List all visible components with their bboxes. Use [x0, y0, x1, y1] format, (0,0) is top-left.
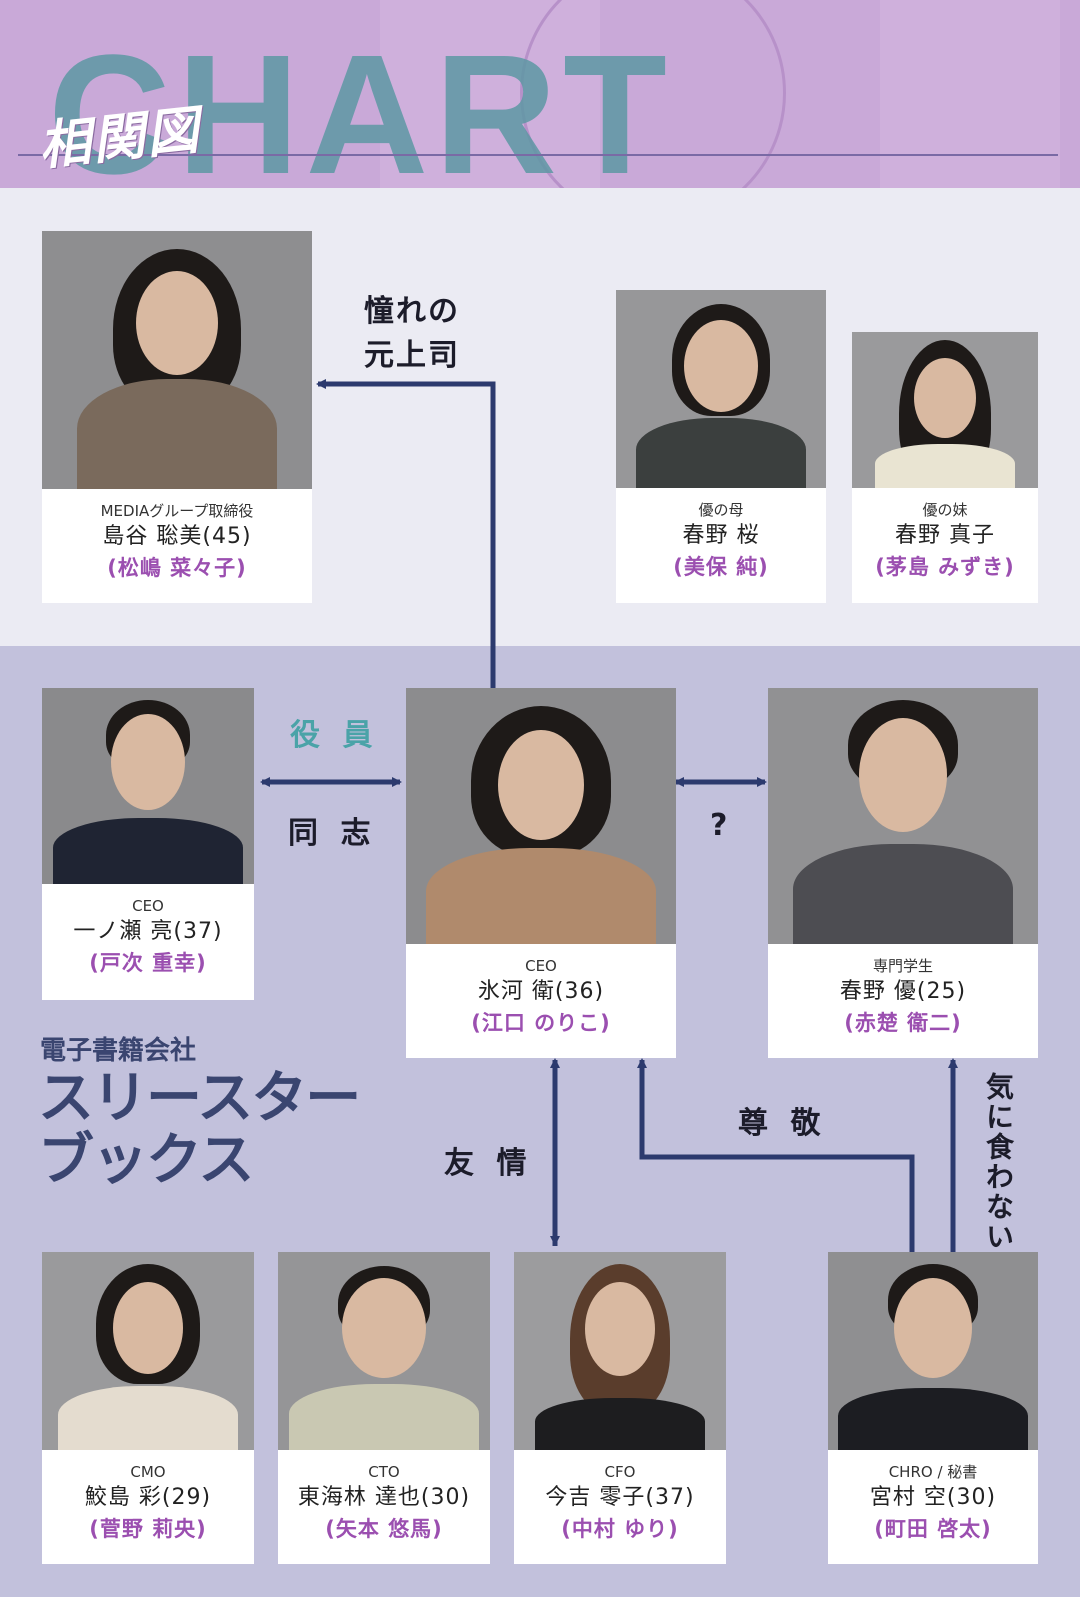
relation-label-officer: 役 員: [290, 718, 379, 753]
header-background-word: CHART: [48, 20, 673, 188]
character-card-hikawa[interactable]: CEO 氷河 衛(36) (江口 のりこ): [406, 688, 676, 1058]
character-card-ichinose[interactable]: CEO 一ノ瀬 亮(37) (戸次 重幸): [42, 688, 254, 1000]
company-name: スリースターブックス: [38, 1066, 361, 1193]
character-info: CFO 今吉 零子(37) (中村 ゆり): [514, 1462, 726, 1544]
character-photo: [42, 1252, 254, 1450]
character-photo: [828, 1252, 1038, 1450]
character-photo: [852, 332, 1038, 488]
actor-name: (松嶋 菜々子): [107, 556, 247, 580]
header-rule: [18, 154, 1058, 156]
actor-name: (江口 のりこ): [471, 1011, 611, 1035]
character-info: 優の妹 春野 真子 (茅島 みずき): [852, 500, 1038, 582]
character-card-imayoshi[interactable]: CFO 今吉 零子(37) (中村 ゆり): [514, 1252, 726, 1564]
character-info: CEO 一ノ瀬 亮(37) (戸次 重幸): [42, 896, 254, 978]
character-info: 専門学生 春野 優(25) (赤楚 衛二): [768, 956, 1038, 1038]
character-name: 氷河 衛(36): [477, 979, 605, 1004]
relation-label-admire: 憧れの 元上司: [364, 290, 460, 378]
character-info: CMO 鮫島 彩(29) (菅野 莉央): [42, 1462, 254, 1544]
character-info: MEDIAグループ取締役 島谷 聡美(45) (松嶋 菜々子): [42, 501, 312, 583]
character-role: CEO: [525, 957, 557, 975]
character-card-haruno-yu[interactable]: 専門学生 春野 優(25) (赤楚 衛二): [768, 688, 1038, 1058]
character-card-haruno-sakura[interactable]: 優の母 春野 桜 (美保 純): [616, 290, 826, 603]
character-role: CMO: [130, 1463, 166, 1481]
character-info: 優の母 春野 桜 (美保 純): [616, 500, 826, 582]
character-card-samejima[interactable]: CMO 鮫島 彩(29) (菅野 莉央): [42, 1252, 254, 1564]
character-card-tokairin[interactable]: CTO 東海林 達也(30) (矢本 悠馬): [278, 1252, 490, 1564]
character-role: 優の母: [698, 501, 744, 519]
actor-name: (茅島 みずき): [875, 555, 1015, 579]
character-name: 春野 真子: [895, 523, 995, 548]
actor-name: (中村 ゆり): [561, 1517, 679, 1541]
header-decor-block: [880, 0, 1060, 188]
character-role: CTO: [368, 1463, 400, 1481]
relation-label-friendship: 友 情: [444, 1146, 533, 1181]
actor-name: (戸次 重幸): [89, 951, 207, 975]
character-role: 優の妹: [922, 501, 968, 519]
actor-name: (矢本 悠馬): [325, 1517, 443, 1541]
actor-name: (菅野 莉央): [89, 1517, 207, 1541]
character-card-miyamura[interactable]: CHRO / 秘書 宮村 空(30) (町田 啓太): [828, 1252, 1038, 1564]
character-role: CFO: [604, 1463, 636, 1481]
character-photo: [42, 231, 312, 489]
actor-name: (町田 啓太): [874, 1517, 992, 1541]
relation-label-dislike: 気に食わない: [982, 1072, 1015, 1252]
relation-label-respect: 尊 敬: [738, 1106, 827, 1141]
character-photo: [42, 688, 254, 884]
relation-label-admire-line2: 元上司: [364, 338, 460, 373]
character-role: MEDIAグループ取締役: [100, 502, 254, 520]
character-name: 東海林 達也(30): [297, 1485, 471, 1510]
character-info: CTO 東海林 達也(30) (矢本 悠馬): [278, 1462, 490, 1544]
character-role: CEO: [132, 897, 164, 915]
connector-admire: [316, 379, 496, 688]
character-name: 一ノ瀬 亮(37): [73, 919, 223, 944]
character-info: CHRO / 秘書 宮村 空(30) (町田 啓太): [828, 1462, 1038, 1544]
character-name: 春野 桜: [682, 523, 760, 548]
character-role: 専門学生: [872, 957, 933, 975]
actor-name: (美保 純): [673, 555, 769, 579]
character-name: 今吉 零子(37): [545, 1485, 695, 1510]
character-photo: [768, 688, 1038, 944]
relation-label-comrade: 同 志: [288, 816, 377, 851]
character-name: 春野 優(25): [839, 979, 967, 1004]
relation-label-admire-line1: 憧れの: [364, 294, 460, 329]
character-role: CHRO / 秘書: [888, 1463, 978, 1481]
header-banner: CHART 相関図: [0, 0, 1080, 188]
character-info: CEO 氷河 衛(36) (江口 のりこ): [406, 956, 676, 1038]
header-decor-arc: [520, 0, 786, 188]
character-photo: [514, 1252, 726, 1450]
character-name: 島谷 聡美(45): [102, 524, 252, 549]
actor-name: (赤楚 衛二): [844, 1011, 962, 1035]
character-name: 宮村 空(30): [869, 1485, 997, 1510]
connector-respect: [637, 1058, 915, 1252]
character-photo: [406, 688, 676, 944]
relation-label-question: ?: [710, 808, 734, 843]
character-photo: [278, 1252, 490, 1450]
character-photo: [616, 290, 826, 488]
character-card-shimatani[interactable]: MEDIAグループ取締役 島谷 聡美(45) (松嶋 菜々子): [42, 231, 312, 603]
character-card-haruno-mako[interactable]: 優の妹 春野 真子 (茅島 みずき): [852, 332, 1038, 603]
character-name: 鮫島 彩(29): [84, 1485, 212, 1510]
company-type: 電子書籍会社: [40, 1036, 197, 1066]
